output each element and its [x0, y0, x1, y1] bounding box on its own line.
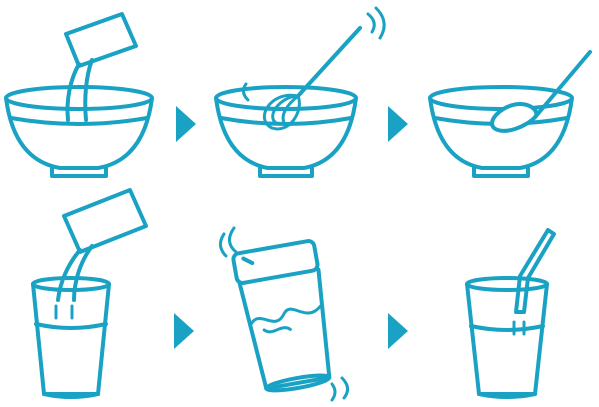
shaker-shake-icon	[220, 228, 347, 400]
glass-straw-icon	[467, 230, 554, 397]
bowl-whisk-icon	[216, 8, 384, 176]
arrow-right-icon	[174, 313, 194, 349]
arrow-right-icon	[176, 106, 196, 142]
bowl-spoon-icon	[430, 52, 590, 176]
arrow-right-icon	[388, 106, 408, 142]
bowl-pour-powder-icon	[6, 14, 152, 176]
glass-pour-powder-icon	[33, 190, 146, 397]
arrow-right-icon	[388, 313, 408, 349]
